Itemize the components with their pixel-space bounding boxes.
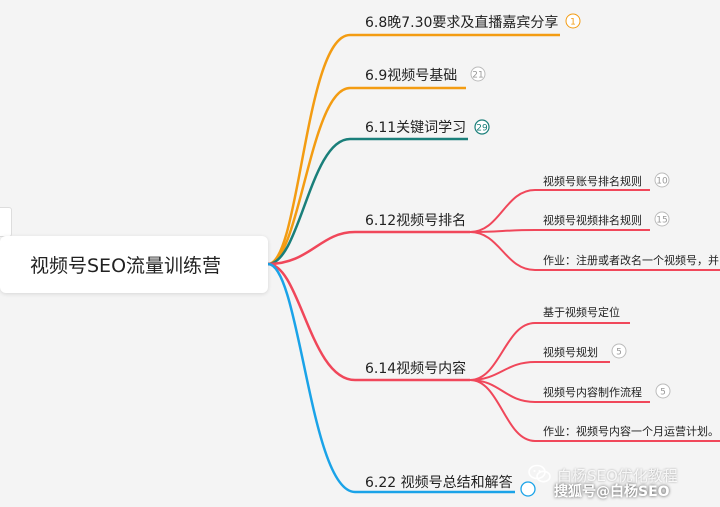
svg-text:10: 10 xyxy=(656,177,668,187)
badge-branch-3: 29 xyxy=(474,119,490,135)
root-node-label: 视频号SEO流量训练营 xyxy=(30,255,222,277)
svg-text:21: 21 xyxy=(472,71,483,81)
branch-5-child-3-label[interactable]: 视频号内容制作流程 xyxy=(543,385,642,399)
watermark-line-1: 白杨SEO优化教程 xyxy=(557,467,678,485)
connector-branch-3 xyxy=(267,137,468,266)
connector-branch-2 xyxy=(267,86,466,266)
connector-branch-1 xyxy=(267,33,560,266)
watermark-line-2: 搜狐号@白杨SEO xyxy=(554,484,670,500)
badge-branch-4-child-1: 10 xyxy=(654,172,670,188)
svg-text:1: 1 xyxy=(570,18,576,28)
connector-branch-5-child-3 xyxy=(469,379,650,403)
badge-branch-1: 1 xyxy=(565,13,581,29)
badge-branch-4-child-2: 15 xyxy=(654,211,670,227)
connector-branch-5-child-4 xyxy=(469,379,720,442)
branch-6-label[interactable]: 6.22 视频号总结和解答 xyxy=(365,474,513,491)
svg-text:5: 5 xyxy=(660,388,666,398)
badge-branch-5-child-3: 5 xyxy=(655,383,671,399)
badge-branch-2: 21 xyxy=(470,66,486,82)
expand-toggle-icon[interactable] xyxy=(520,481,536,497)
branch-5-child-4-label[interactable]: 作业：视频号内容一个月运营计划。 xyxy=(543,424,719,438)
branch-3-label[interactable]: 6.11关键词学习 xyxy=(365,120,466,136)
left-panel-tab-1[interactable] xyxy=(0,207,12,237)
connector-branch-5-child-1 xyxy=(469,322,630,381)
branch-4-child-2-label[interactable]: 视频号视频排名规则 xyxy=(543,213,642,227)
branch-5-child-2-label[interactable]: 视频号规划 xyxy=(543,345,598,359)
branch-5-label[interactable]: 6.14视频号内容 xyxy=(365,360,466,377)
branch-4-child-3-label[interactable]: 作业：注册或者改名一个视频号，并 xyxy=(543,253,719,267)
svg-text:29: 29 xyxy=(476,124,488,134)
branch-4-label[interactable]: 6.12视频号排名 xyxy=(365,213,466,229)
branch-5-child-1-label[interactable]: 基于视频号定位 xyxy=(543,305,620,319)
svg-text:15: 15 xyxy=(656,216,667,226)
connector-branch-5 xyxy=(267,262,470,382)
connector-branch-4-child-2 xyxy=(469,229,650,233)
branch-4-child-1-label[interactable]: 视频号账号排名规则 xyxy=(543,174,642,188)
connector-branch-6 xyxy=(267,262,515,494)
branch-2-label[interactable]: 6.9视频号基础 xyxy=(365,67,457,84)
badge-branch-5-child-2: 5 xyxy=(611,343,627,359)
root-node[interactable]: 视频号SEO流量训练营 xyxy=(0,236,268,293)
connector-branch-4 xyxy=(267,230,470,266)
svg-text:5: 5 xyxy=(616,348,622,358)
branch-1-label[interactable]: 6.8晚7.30要求及直播嘉宾分享 xyxy=(365,14,558,31)
connector-branch-4-child-1 xyxy=(469,189,650,233)
wechat-icon xyxy=(528,464,551,483)
connector-branch-5-child-2 xyxy=(469,361,610,381)
connector-branch-4-child-3 xyxy=(469,231,720,271)
